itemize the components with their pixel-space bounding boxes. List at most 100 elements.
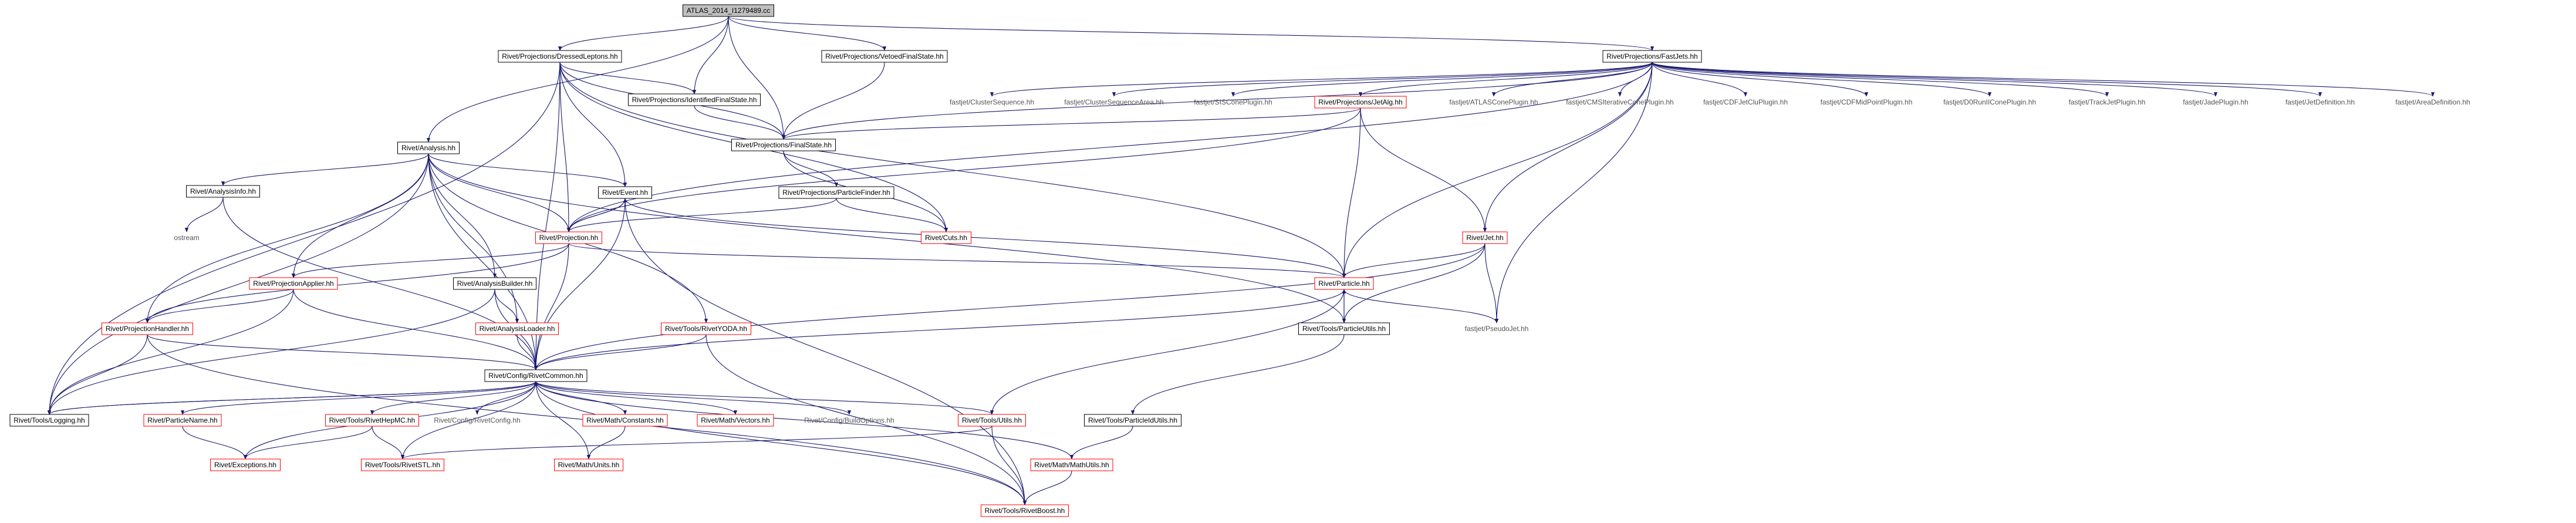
node-analysisbuilder[interactable]: Rivet/AnalysisBuilder.hh <box>453 277 536 290</box>
node-finalstate[interactable]: Rivet/Projections/FinalState.hh <box>731 139 836 151</box>
node-utils[interactable]: Rivet/Tools/Utils.hh <box>958 414 1026 427</box>
node-box <box>397 141 460 154</box>
node-box <box>778 186 894 199</box>
node-clseqarea[interactable]: fastjet/ClusterSequenceArea.hh <box>1064 98 1163 106</box>
node-atlascone[interactable]: fastjet/ATLASConePlugin.hh <box>1449 98 1538 106</box>
node-projapplier[interactable]: Rivet/ProjectionApplier.hh <box>249 277 338 290</box>
node-rivetyoda[interactable]: Rivet/Tools/RivetYODA.hh <box>661 322 751 335</box>
node-label: Rivet/Tools/Logging.hh <box>13 416 85 424</box>
edge-jetalg-to-jet <box>1360 107 1487 232</box>
edge-projhandler-to-logging <box>47 334 148 415</box>
node-label: Rivet/Projections/FinalState.hh <box>735 141 832 149</box>
node-box <box>921 231 971 244</box>
node-analysisinfo[interactable]: Rivet/AnalysisInfo.hh <box>186 185 260 198</box>
node-box <box>249 277 338 290</box>
node-label: Rivet/Math/Units.hh <box>558 461 620 469</box>
node-cmsitcone[interactable]: fastjet/CMSIterativeConePlugin.hh <box>1566 98 1673 106</box>
edge-analysis-to-event <box>428 153 627 187</box>
node-box <box>210 458 281 471</box>
node-box <box>453 277 536 290</box>
edge-logging-to-rivetcommon <box>49 381 538 415</box>
node-dressed[interactable]: Rivet/Projections/DressedLeptons.hh <box>498 50 622 63</box>
node-units[interactable]: Rivet/Math/Units.hh <box>554 458 623 471</box>
node-label: Rivet/Tools/ParticleUtils.hh <box>1302 325 1386 333</box>
edge-rivetcommon-to-particlename <box>181 381 536 415</box>
node-rivethepmc[interactable]: Rivet/Tools/RivetHepMC.hh <box>325 414 419 427</box>
edge-vetoed-to-finalstate <box>781 62 885 140</box>
edge-projection-to-event <box>568 198 627 232</box>
node-particleutils[interactable]: Rivet/Tools/ParticleUtils.hh <box>1298 322 1390 335</box>
node-siscone[interactable]: fastjet/SISConePlugin.hh <box>1194 98 1272 106</box>
edge-root-to-fastjets <box>728 16 1654 51</box>
node-jetdef[interactable]: fastjet/JetDefinition.hh <box>2285 98 2355 106</box>
node-mathutils[interactable]: Rivet/Math/MathUtils.hh <box>1030 458 1113 471</box>
edge-analysisinfo-to-rivetcommon <box>222 197 538 370</box>
node-box <box>958 414 1026 427</box>
node-label: Rivet/Jet.hh <box>1466 234 1503 242</box>
edge-rivetcommon-to-units <box>535 381 591 460</box>
node-rivetstl[interactable]: Rivet/Tools/RivetSTL.hh <box>361 458 444 471</box>
node-areadef[interactable]: fastjet/AreaDefinition.hh <box>2395 98 2470 106</box>
node-particleidutils[interactable]: Rivet/Tools/ParticleIdUtils.hh <box>1084 414 1181 427</box>
node-label: Rivet/Particle.hh <box>1318 279 1369 288</box>
node-analysis[interactable]: Rivet/Analysis.hh <box>397 141 460 154</box>
edge-ident-to-finalstate <box>694 105 786 140</box>
node-label: Rivet/Config/BuildOptions.hh <box>804 416 894 424</box>
node-label: ATLAS_2014_I1279489.cc <box>687 6 771 15</box>
node-cdfjetclu[interactable]: fastjet/CDFJetCluPlugin.hh <box>1703 98 1788 106</box>
node-jetalg[interactable]: Rivet/Projections/JetAlg.hh <box>1314 96 1407 109</box>
node-label: Rivet/Projections/IdentifiedFinalState.h… <box>632 96 757 104</box>
node-ostream[interactable]: ostream <box>174 234 199 242</box>
node-jet[interactable]: Rivet/Jet.hh <box>1462 231 1508 244</box>
node-box <box>9 414 89 427</box>
node-box <box>697 414 774 427</box>
node-cdfmidpoint[interactable]: fastjet/CDFMidPointPlugin.hh <box>1821 98 1913 106</box>
edge-rivetcommon-to-vectors <box>535 381 737 415</box>
node-box <box>535 231 602 244</box>
node-label: fastjet/PseudoJet.hh <box>1465 325 1529 333</box>
node-fastjets[interactable]: Rivet/Projections/FastJets.hh <box>1602 50 1702 63</box>
edge-particleutils-to-particleidutils <box>1130 334 1345 415</box>
node-pseudojet[interactable]: fastjet/PseudoJet.hh <box>1465 325 1529 333</box>
node-exceptions[interactable]: Rivet/Exceptions.hh <box>210 458 281 471</box>
edge-dressed-to-rivetcommon <box>534 62 561 370</box>
node-rivetconfig[interactable]: Rivet/Config/RivetConfig.hh <box>434 416 520 424</box>
edge-root-to-dressed <box>558 16 729 51</box>
node-label: Rivet/Tools/Utils.hh <box>962 416 1022 424</box>
node-label: fastjet/CDFJetCluPlugin.hh <box>1703 98 1788 106</box>
node-projection[interactable]: Rivet/Projection.hh <box>535 231 602 244</box>
header-nodes: ATLAS_2014_I1279489.ccRivet/Projections/… <box>9 4 2470 517</box>
edge-particlefinder-to-projection <box>567 198 837 232</box>
node-particle[interactable]: Rivet/Particle.hh <box>1314 277 1374 290</box>
node-ident[interactable]: Rivet/Projections/IdentifiedFinalState.h… <box>628 93 761 106</box>
node-event[interactable]: Rivet/Event.hh <box>598 186 652 199</box>
node-particlename[interactable]: Rivet/ParticleName.hh <box>143 414 222 427</box>
node-rivetcommon[interactable]: Rivet/Config/RivetCommon.hh <box>484 369 588 382</box>
node-d0run[interactable]: fastjet/D0RunIIConePlugin.hh <box>1943 98 2036 106</box>
node-analysisloader[interactable]: Rivet/AnalysisLoader.hh <box>475 322 559 335</box>
edge-analysisbuilder-to-logging <box>47 289 495 415</box>
edge-mathutils-to-rivetboost <box>1022 470 1072 505</box>
node-root[interactable]: ATLAS_2014_I1279489.cc <box>683 4 774 17</box>
edge-utils-to-rivetstl <box>401 426 992 460</box>
node-vectors[interactable]: Rivet/Math/Vectors.hh <box>697 414 774 427</box>
node-rivetboost[interactable]: Rivet/Tools/RivetBoost.hh <box>981 504 1069 517</box>
node-buildoptions[interactable]: Rivet/Config/BuildOptions.hh <box>804 416 894 424</box>
node-label: Rivet/AnalysisInfo.hh <box>190 187 256 195</box>
node-constants[interactable]: Rivet/Math/Constants.hh <box>582 414 668 427</box>
node-vetoed[interactable]: Rivet/Projections/VetoedFinalState.hh <box>821 50 948 63</box>
edge-analysis-to-projapplier <box>291 153 429 278</box>
node-projhandler[interactable]: Rivet/ProjectionHandler.hh <box>102 322 193 335</box>
node-particlefinder[interactable]: Rivet/Projections/ParticleFinder.hh <box>778 186 894 199</box>
node-cuts[interactable]: Rivet/Cuts.hh <box>921 231 971 244</box>
node-logging[interactable]: Rivet/Tools/Logging.hh <box>9 414 89 427</box>
edge-fastjets-to-projection <box>567 62 1653 232</box>
edge-fastjets-to-clseq <box>990 62 1653 97</box>
node-trackjet[interactable]: fastjet/TrackJetPlugin.hh <box>2069 98 2146 106</box>
edge-fastjets-to-areadef <box>1652 62 2435 97</box>
edge-fastjets-to-cdfmidpoint <box>1652 62 1868 97</box>
node-label: Rivet/AnalysisBuilder.hh <box>457 279 533 288</box>
node-jade[interactable]: fastjet/JadePlugin.hh <box>2183 98 2248 106</box>
node-clseq[interactable]: fastjet/ClusterSequence.hh <box>950 98 1034 106</box>
node-box <box>821 50 948 63</box>
